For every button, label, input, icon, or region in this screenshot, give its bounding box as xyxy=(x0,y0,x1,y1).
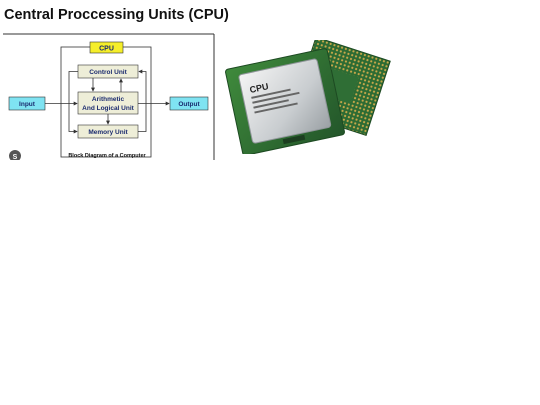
watermark-icon: S xyxy=(9,150,21,160)
svg-text:S: S xyxy=(13,154,18,160)
chip-brand-label: CPU xyxy=(249,81,270,95)
input-label: Input xyxy=(19,101,36,108)
alu-label-line2: And Logical Unit xyxy=(82,105,134,112)
cpu-label: CPU xyxy=(99,46,114,53)
memory-unit-label: Memory Unit xyxy=(88,129,128,136)
output-box xyxy=(169,96,209,111)
cpu-block-diagram: CPU Control Unit Arithmetic And Logical … xyxy=(3,33,215,160)
cpu-chip-photo: CPU xyxy=(225,40,391,154)
diagram-caption: Block Diagram of a Computer xyxy=(68,153,146,159)
alu-label-line1: Arithmetic xyxy=(92,96,125,103)
output-label: Output xyxy=(178,101,200,108)
control-unit-label: Control Unit xyxy=(89,69,127,76)
cpu-label-box xyxy=(89,41,124,54)
page-title: Central Proccessing Units (CPU) xyxy=(4,7,229,23)
